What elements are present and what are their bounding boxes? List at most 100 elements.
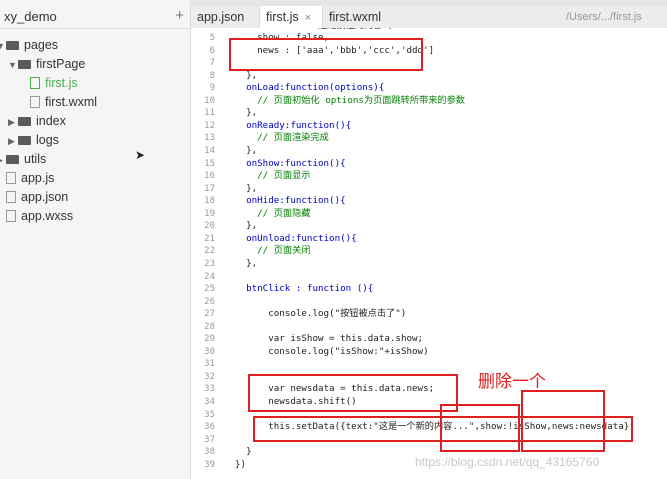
code-line[interactable]: 11 }, [191, 107, 667, 120]
chevron-right-icon[interactable]: ▶ [8, 117, 15, 127]
file-icon [6, 191, 16, 203]
line-number: 31 [204, 359, 215, 370]
code-text: onLoad:function(options){ [235, 82, 385, 94]
line-number: 28 [204, 321, 215, 332]
code-line[interactable]: 39}) [191, 459, 667, 472]
line-number: 5 [209, 33, 215, 44]
code-line[interactable]: 22 // 页面关闭 [191, 245, 667, 258]
code-line[interactable]: 4 btnText : "这是按钮的内容", [191, 28, 667, 32]
folder-icon [18, 117, 31, 126]
code-line[interactable]: 13 // 页面渲染完成 [191, 132, 667, 145]
tree-item-logs[interactable]: ▶logs [8, 131, 59, 150]
code-line[interactable]: 19 // 页面隐藏 [191, 208, 667, 221]
code-text: btnClick : function (){ [235, 283, 374, 295]
line-number: 38 [204, 447, 215, 458]
code-text: news : ['aaa','bbb','ccc','ddd'] [235, 44, 435, 56]
tree-item-utils[interactable]: ▶utils [0, 150, 46, 169]
code-text: console.log("按钮被点击了") [235, 308, 407, 320]
line-number: 24 [204, 271, 215, 282]
tab-label: first.js [266, 10, 299, 24]
code-text: // 页面显示 [235, 170, 311, 182]
folder-icon [18, 60, 31, 69]
code-line[interactable]: 9 onLoad:function(options){ [191, 82, 667, 95]
code-line[interactable]: 38 } [191, 446, 667, 459]
code-line[interactable]: 34 newsdata.shift() [191, 396, 667, 409]
code-line[interactable]: 27 console.log("按钮被点击了") [191, 308, 667, 321]
line-number: 15 [204, 158, 215, 169]
code-text: // 页面渲染完成 [235, 132, 329, 144]
close-icon[interactable]: × [304, 12, 312, 24]
code-line[interactable]: 30 console.log("isShow:"+isShow) [191, 346, 667, 359]
file-icon [6, 210, 16, 222]
line-number: 17 [204, 183, 215, 194]
folder-icon [18, 136, 31, 145]
code-line[interactable]: 35 [191, 409, 667, 422]
chevron-down-icon[interactable]: ▼ [8, 60, 17, 70]
tab-label: first.wxml [329, 10, 382, 24]
file-icon [30, 77, 40, 89]
tree-item-app-json[interactable]: app.json [0, 188, 68, 207]
line-number: 8 [209, 70, 215, 81]
line-number: 6 [209, 45, 215, 56]
code-line[interactable]: 33 var newsdata = this.data.news; [191, 383, 667, 396]
tree-item-firstpage[interactable]: ▼firstPage [8, 55, 85, 74]
code-line[interactable]: 28 [191, 321, 667, 334]
chevron-right-icon[interactable]: ▶ [0, 151, 6, 170]
code-line[interactable]: 21 onUnload:function(){ [191, 233, 667, 246]
code-line[interactable]: 36 this.setData({text:"这是一个新的内容...",show… [191, 421, 667, 434]
code-line[interactable]: 14 }, [191, 145, 667, 158]
chevron-right-icon[interactable]: ▶ [8, 136, 15, 146]
code-line[interactable]: 7 [191, 57, 667, 70]
tree-item-label: app.json [21, 190, 69, 204]
add-file-button[interactable]: + [175, 7, 184, 24]
code-editor[interactable]: 4 btnText : "这是按钮的内容",5 show : false,6 n… [191, 28, 667, 479]
tree-item-label: first.wxml [45, 95, 98, 109]
tree-item-first-wxml[interactable]: first.wxml [20, 93, 97, 112]
code-line[interactable]: 18 onHide:function(){ [191, 195, 667, 208]
code-text: }, [235, 220, 258, 232]
code-line[interactable]: 20 }, [191, 220, 667, 233]
code-line[interactable]: 16 // 页面显示 [191, 170, 667, 183]
chevron-down-icon[interactable]: ▼ [0, 41, 5, 51]
code-line[interactable]: 12 onReady:function(){ [191, 120, 667, 133]
code-line[interactable]: 29 var isShow = this.data.show; [191, 333, 667, 346]
highlight-box-setdata [253, 416, 633, 442]
code-line[interactable]: 32 [191, 371, 667, 384]
code-line[interactable]: 31 [191, 358, 667, 371]
code-text: var isShow = this.data.show; [235, 333, 424, 345]
code-text: }) [235, 458, 247, 470]
code-line[interactable]: 24 [191, 271, 667, 284]
code-line[interactable]: 23 }, [191, 258, 667, 271]
highlight-box-newsdata [248, 374, 458, 412]
line-number: 16 [204, 171, 215, 182]
code-line[interactable]: 37 [191, 434, 667, 447]
code-text: }, [235, 182, 258, 194]
code-line[interactable]: 10 // 页面初始化 options为页面跳转所带来的参数 [191, 95, 667, 108]
tab-app-json[interactable]: app.json [191, 6, 257, 28]
code-text: }, [235, 107, 258, 119]
code-line[interactable]: 6 news : ['aaa','bbb','ccc','ddd'] [191, 45, 667, 58]
line-number: 11 [204, 108, 215, 119]
tree-item-index[interactable]: ▶index [8, 112, 66, 131]
line-number: 35 [204, 409, 215, 420]
tree-item-label: first.js [45, 76, 78, 90]
tab-first-js[interactable]: first.js × [259, 6, 323, 28]
line-number: 30 [204, 346, 215, 357]
code-text: // 页面隐藏 [235, 207, 311, 219]
code-line[interactable]: 17 }, [191, 183, 667, 196]
tree-item-app-js[interactable]: app.js [0, 169, 54, 188]
code-line[interactable]: 8 }, [191, 70, 667, 83]
tree-item-app-wxss[interactable]: app.wxss [0, 207, 73, 226]
line-number: 7 [209, 58, 215, 69]
code-line[interactable]: 26 [191, 296, 667, 309]
code-text: } [235, 446, 252, 458]
code-text: newsdata.shift() [235, 396, 357, 407]
code-text: }, [235, 69, 258, 81]
code-line[interactable]: 5 show : false, [191, 32, 667, 45]
code-line[interactable]: 15 onShow:function(){ [191, 158, 667, 171]
code-line[interactable]: 25 btnClick : function (){ [191, 283, 667, 296]
tab-first-wxml[interactable]: first.wxml [323, 6, 401, 28]
tree-item-pages[interactable]: ▼pages [0, 36, 58, 55]
tree-item-first-js[interactable]: first.js [20, 74, 78, 93]
